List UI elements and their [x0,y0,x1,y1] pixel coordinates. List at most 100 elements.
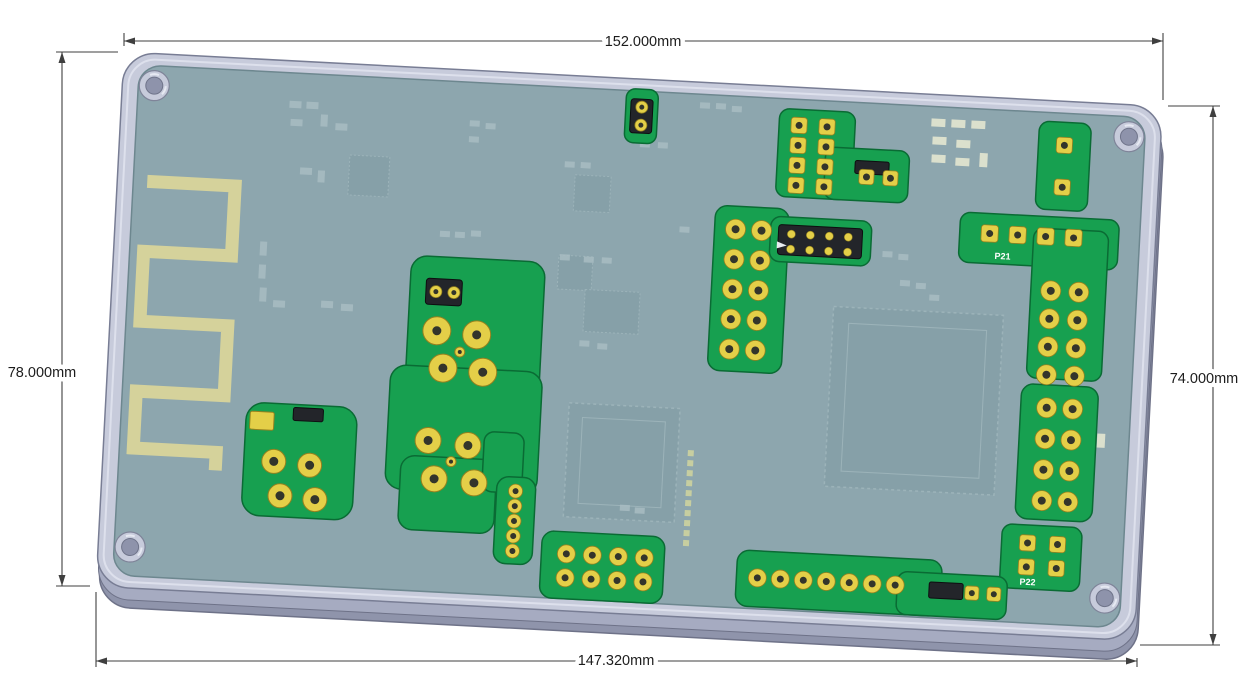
pin-strip-pad [684,509,691,517]
drill-hole [472,330,482,340]
pin-strip-pad [683,519,691,527]
pin-strip-pad [686,470,693,477]
passive-footprint-bright [931,118,946,128]
passive-footprint-bright [932,136,947,146]
header-pin-pad [805,245,814,255]
drill-hole [1058,183,1066,191]
drill-hole [1042,403,1051,412]
drill-hole [639,104,645,110]
bga-ic-outline [582,288,641,335]
passive-footprint [580,162,591,169]
drill-hole [510,518,517,525]
drill-hole [463,441,473,451]
drill-hole [1054,541,1062,549]
header-pin-pad [786,244,795,254]
drill-hole [1066,436,1075,445]
silkscreen-ics [347,154,1005,524]
drill-hole [451,290,457,296]
refdes-p22: P22 [1019,577,1036,588]
drill-hole [752,316,761,325]
drill-hole [614,553,622,561]
passive-footprint [634,507,645,514]
drill-hole [822,577,830,585]
drill-hole [1063,498,1072,507]
passive-footprint [619,504,630,512]
passive-footprint-bright [1096,433,1106,448]
arrowhead-icon [96,657,107,665]
drill-hole [449,459,454,464]
drill-hole [640,554,648,562]
drill-hole [562,550,570,558]
passive-footprint [882,250,893,258]
passive-footprint [470,230,482,237]
drill-hole [968,590,975,597]
pin-strip-pad [685,490,692,497]
passive-footprint-bright [951,119,966,129]
passive-footprint [899,279,911,287]
drill-hole [478,367,488,377]
drill-hole [868,580,876,588]
drill-hole [753,574,761,582]
drill-hole [1065,467,1074,476]
connector-body-left-top [424,277,463,307]
passive-footprint-bright [931,154,946,164]
pin-strip-pad [687,460,694,467]
header-pin-pad [844,232,853,242]
passive-footprint [715,103,727,110]
drill-hole [1074,288,1083,297]
drill-hole [1071,344,1080,353]
passive-footprint [898,253,909,261]
passive-footprint [306,101,319,110]
passive-footprint [272,300,286,308]
orientation-arrow-icon [776,241,787,249]
passive-footprint [597,343,608,350]
pin-strip-pad [683,529,690,537]
dimension-label-bottom: 147.320mm [578,653,655,669]
passive-footprint [259,241,268,256]
drill-hole [845,579,853,587]
passive-footprint [699,102,711,109]
drill-hole [587,575,595,583]
qfp-ic-outline-large [823,305,1005,496]
passive-footprint [679,226,690,233]
qfp-ic-outline-center [562,401,681,524]
drill-hole [1039,465,1048,474]
passive-footprint [454,231,466,239]
drill-hole [1070,234,1078,242]
passive-footprint [583,256,594,263]
dimension-label-left: 78.000mm [8,365,77,381]
header-body-center-arm [776,224,864,260]
drill-hole [469,478,479,488]
qfp-ic-inner-center [577,416,666,509]
passive-footprint [340,303,354,312]
drill-hole [1052,564,1060,572]
drill-hole [751,346,760,355]
drill-hole [457,349,462,354]
drill-hole [793,161,801,169]
passive-footprint [579,340,590,347]
pin-strip-pad [687,450,694,457]
dimension-label-top: 152.000mm [605,34,682,50]
passive-footprint [929,294,940,301]
drill-hole [305,460,315,470]
drill-hole [1022,563,1030,571]
mounting-hole-bottom-left [114,531,146,563]
drill-hole [728,285,737,294]
drill-hole [588,551,596,559]
header-pin-pad [825,231,834,241]
drill-hole [823,123,831,131]
drill-hole [776,575,784,583]
drill-hole [423,435,433,445]
passive-footprint [601,257,612,264]
drill-hole [729,255,738,264]
island-p21-column [1025,227,1110,382]
drill-hole [310,495,320,505]
pads-layer [261,100,1090,602]
drill-hole [1041,434,1050,443]
drill-hole [1024,539,1032,547]
drill-hole [510,533,517,540]
passive-footprint [320,114,328,127]
connector-body-bottom-lobe [928,581,964,601]
mounting-holes [114,70,1145,614]
passive-footprint-bright [955,157,970,167]
